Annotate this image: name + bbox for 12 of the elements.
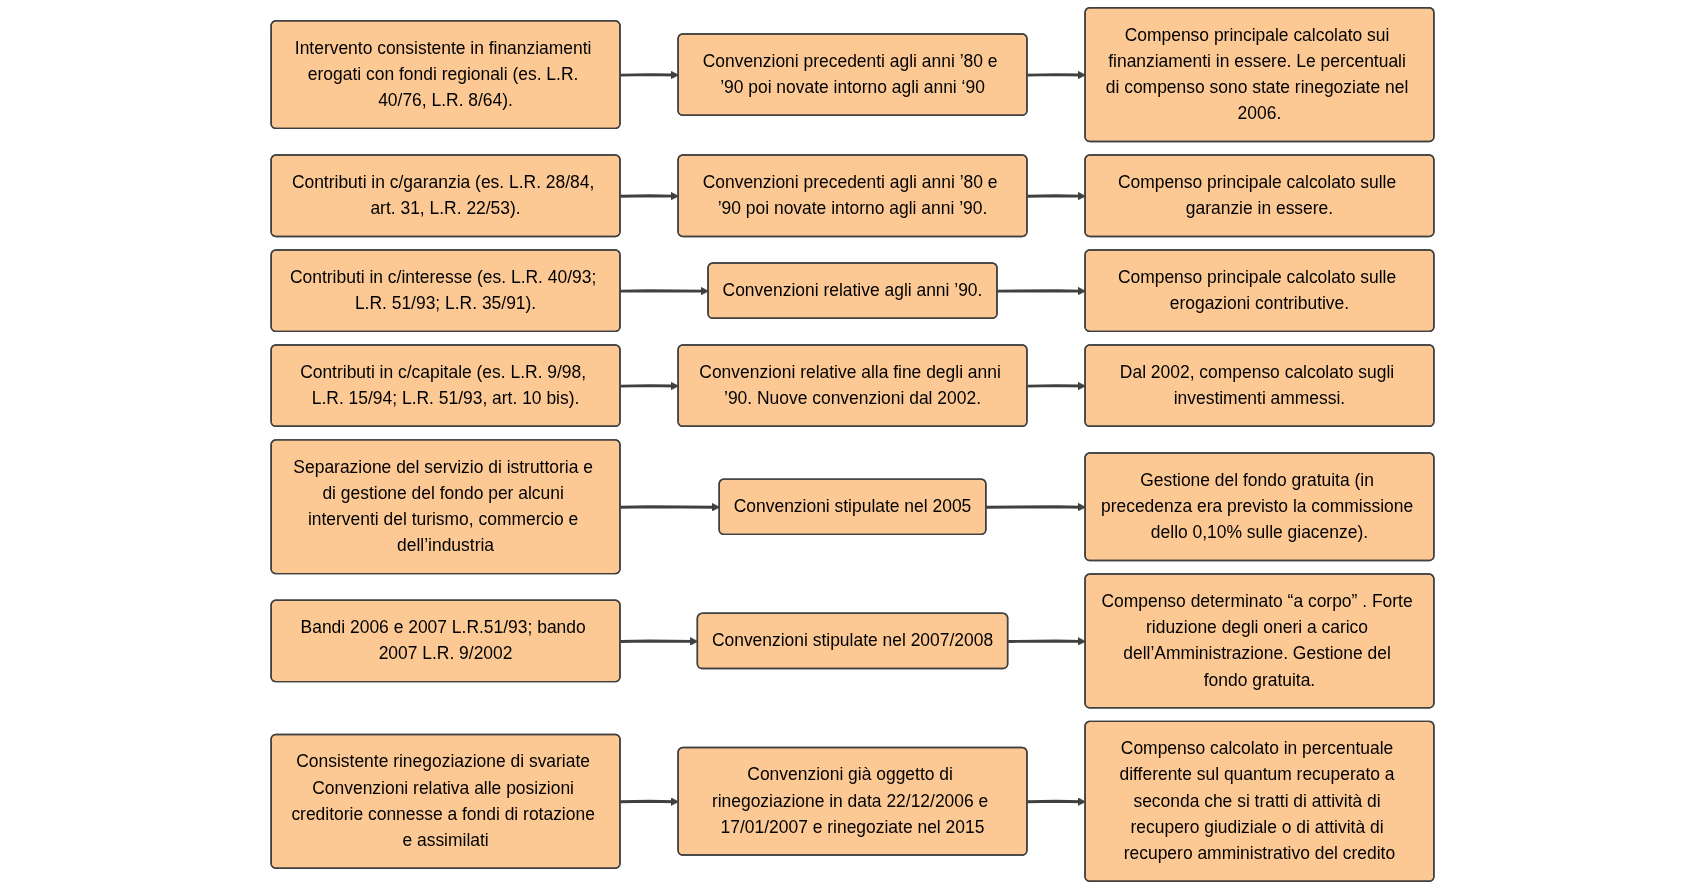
arrow: [620, 286, 709, 296]
arrow: [620, 191, 679, 201]
arrow: [1027, 797, 1086, 806]
arrow: [620, 797, 679, 806]
arrow: [1027, 70, 1086, 80]
arrow: [1027, 191, 1086, 201]
arrow: [997, 286, 1086, 296]
arrow: [620, 381, 679, 391]
arrow: [1008, 637, 1086, 646]
arrow: [620, 70, 679, 80]
arrow: [1027, 381, 1086, 391]
arrow: [986, 502, 1086, 512]
